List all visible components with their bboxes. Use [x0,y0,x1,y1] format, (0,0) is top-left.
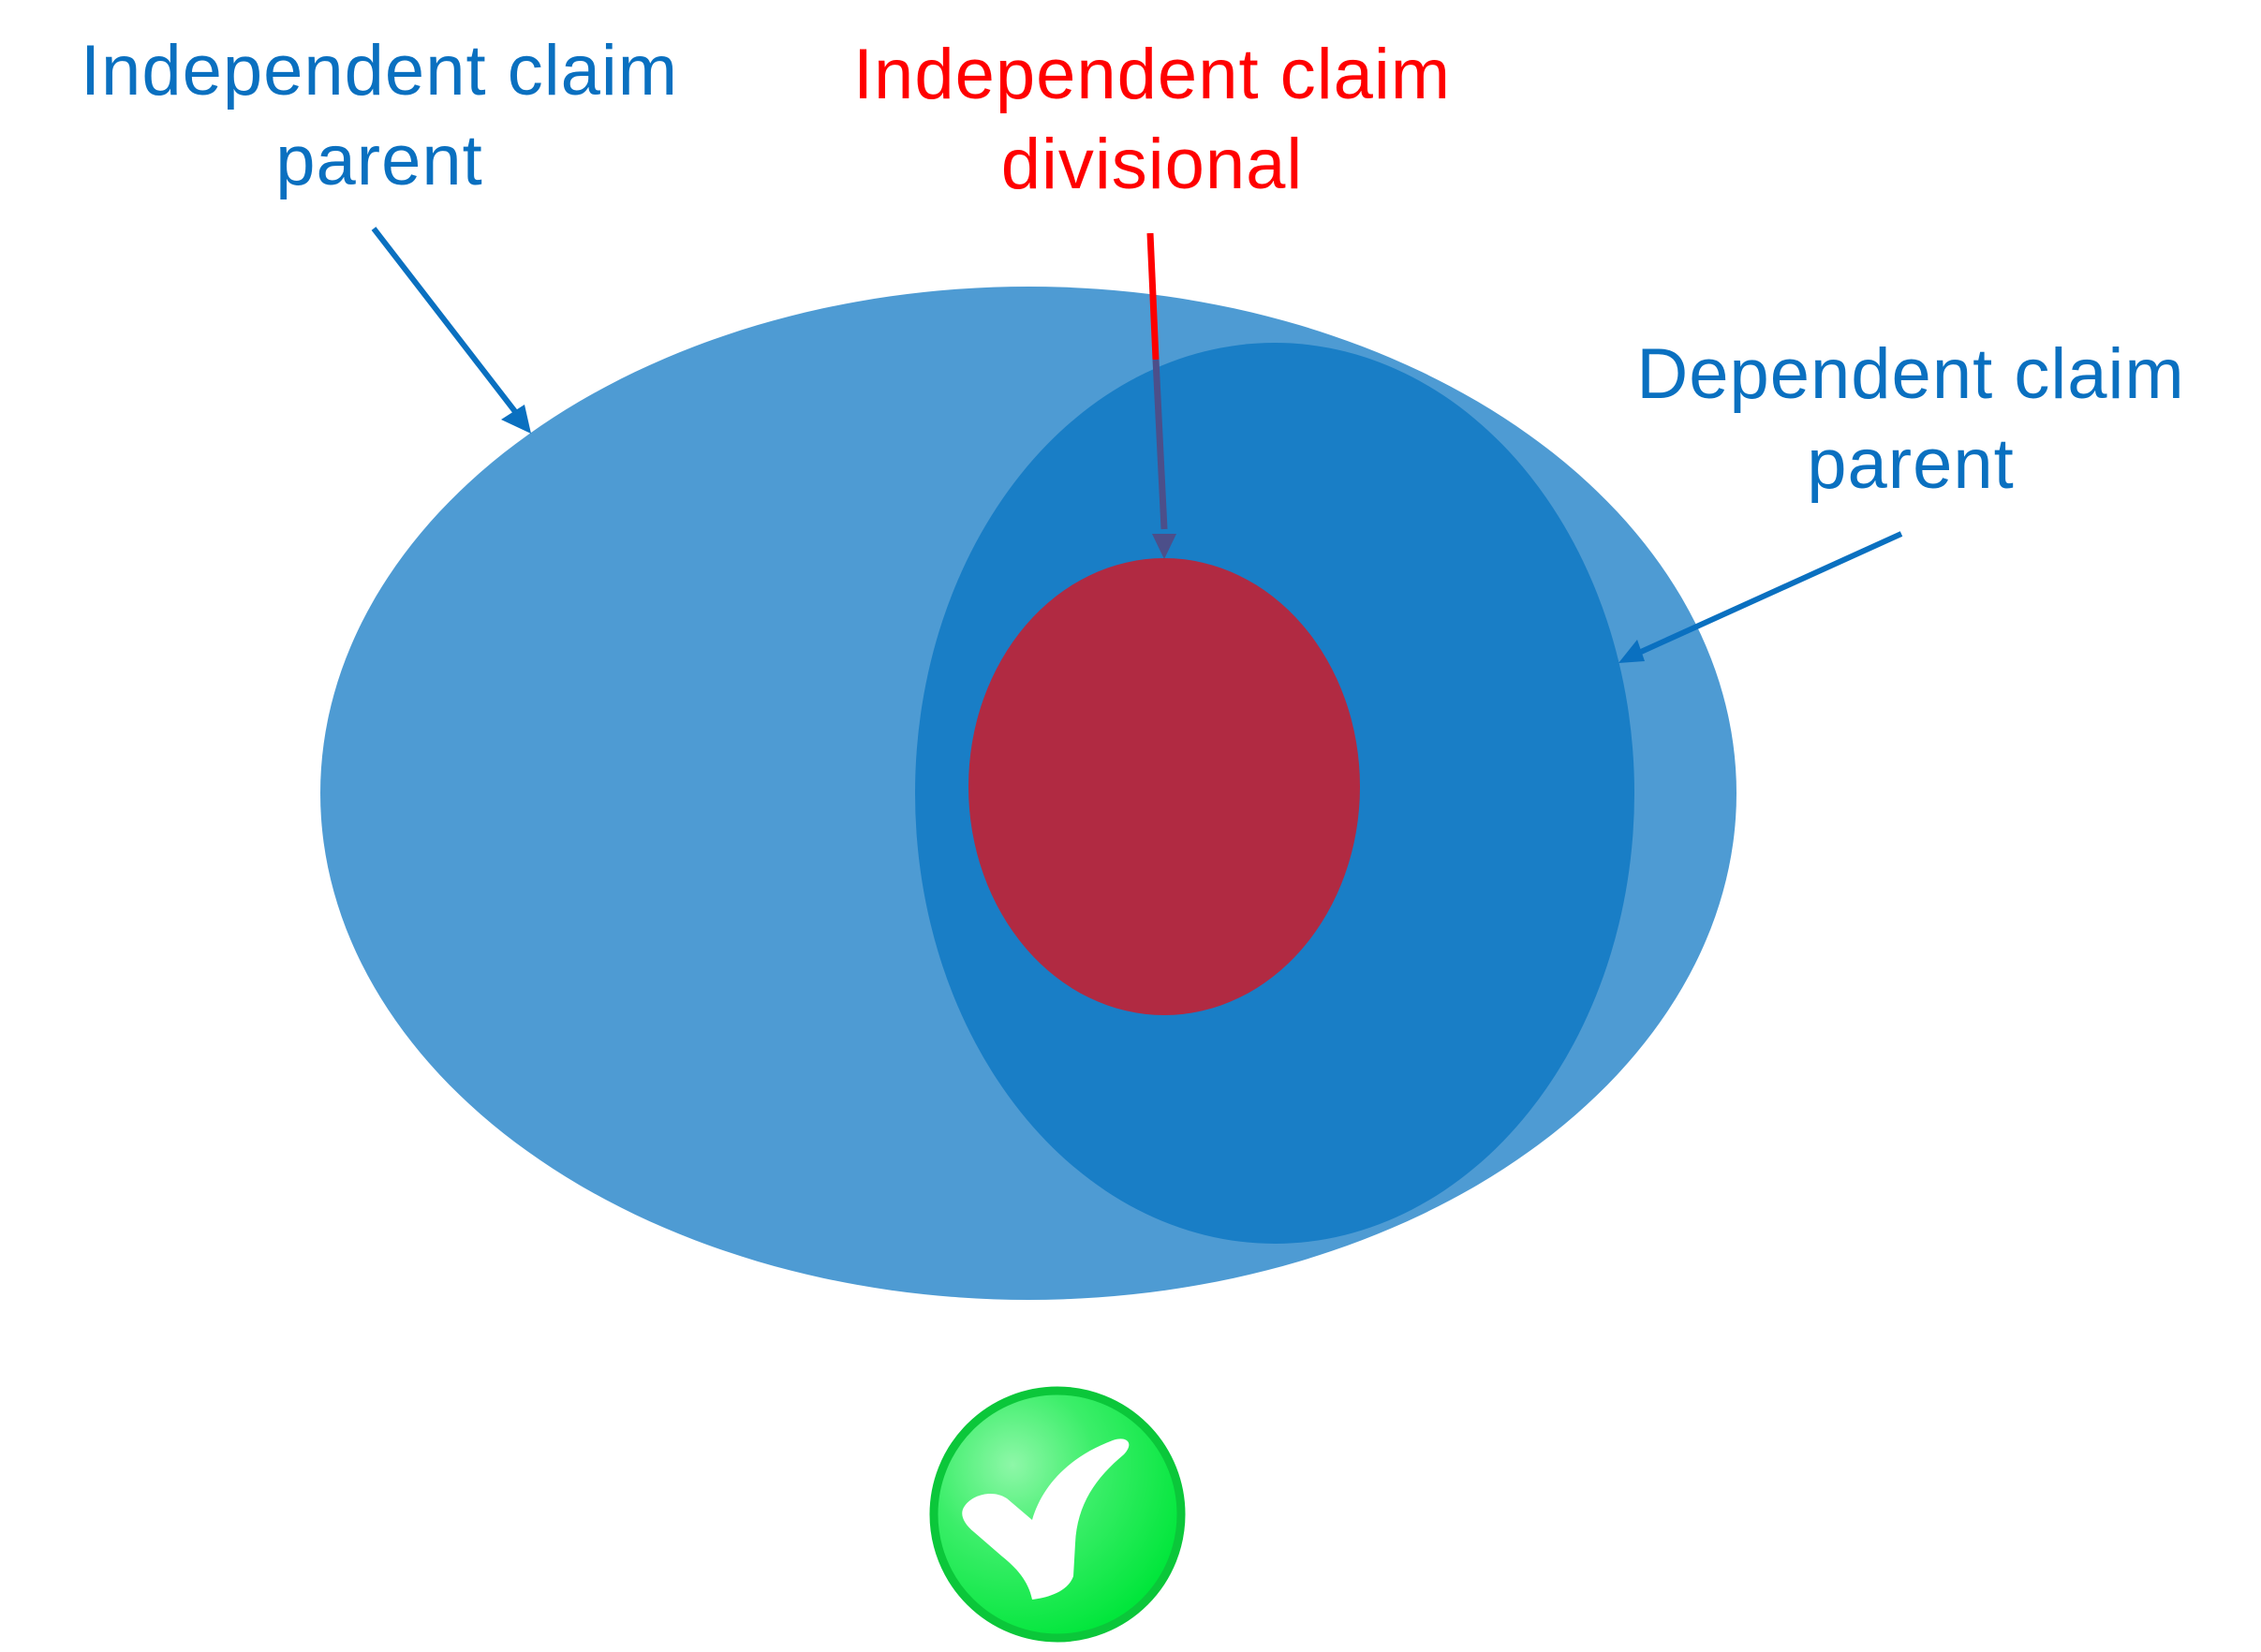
arrow-dependent-parent [1618,531,1903,663]
arrow-independent-parent [371,227,531,434]
independent-claim-divisional-ellipse [968,558,1360,1015]
checkmark-ok-icon [929,1386,1186,1643]
label-independent-claim-divisional: Independent claim divisional [796,30,1508,210]
label-line: parent [275,121,483,200]
label-line: Independent claim [80,31,679,111]
label-dependent-claim-parent: Dependent claim parent [1574,330,2248,509]
label-line: parent [1807,424,2015,504]
label-independent-claim-parent: Independent claim parent [19,26,740,206]
label-line: Dependent claim [1636,334,2185,414]
label-line: Independent claim [852,35,1452,114]
arrow-independent-divisional [1146,232,1176,559]
label-line: divisional [1000,125,1304,204]
